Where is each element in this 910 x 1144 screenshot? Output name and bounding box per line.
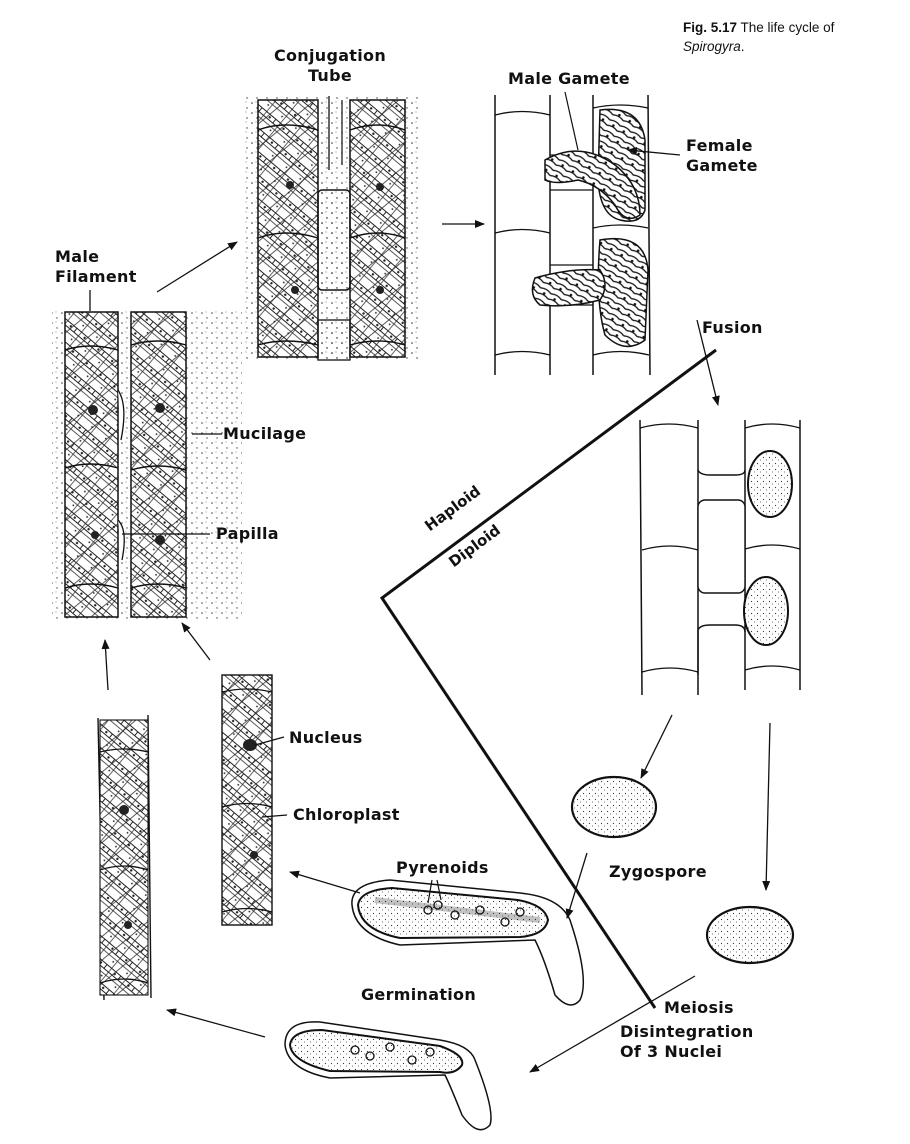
gamete-migration-stage <box>494 94 651 376</box>
label-papilla: Papilla <box>216 524 279 543</box>
arrow-zygospore-to-germination <box>565 852 588 919</box>
label-disintegration-line2: Of 3 Nuclei <box>620 1042 723 1061</box>
germinating-zygospore-lower <box>284 1021 492 1131</box>
label-male-filament-line1: Male <box>55 247 100 266</box>
arrow-to-zygospore-1 <box>640 714 673 779</box>
figure-number: Fig. 5.17 <box>683 20 738 35</box>
label-pyrenoids: Pyrenoids <box>396 858 489 877</box>
label-female-line1: Female <box>686 136 753 155</box>
arrow-to-zygospore-2 <box>762 722 771 891</box>
zygospore-2 <box>705 905 795 965</box>
label-conjugation-line1: Conjugation <box>273 46 387 65</box>
arrow-meiosis-to-germination <box>529 975 696 1073</box>
label-male-filament-line2: Filament <box>55 267 137 286</box>
label-male-gamete: Male Gamete <box>508 69 630 88</box>
caption-organism: Spirogyra <box>683 39 741 54</box>
arrow-germination-to-filament-2 <box>289 870 361 894</box>
germinating-zygospore-upper <box>351 879 585 1006</box>
label-chloroplast: Chloroplast <box>293 805 400 824</box>
arrow-filament-to-tube <box>156 241 238 293</box>
label-disintegration-line1: Disintegration <box>620 1022 754 1041</box>
new-filament-2 <box>221 674 273 926</box>
label-disintegration: Disintegration Of 3 Nuclei <box>620 1022 754 1062</box>
label-zygospore: Zygospore <box>609 862 707 881</box>
label-male-filament: Male Filament <box>55 247 137 287</box>
figure-caption: Fig. 5.17 The life cycle of Spirogyra. <box>683 18 908 56</box>
arrow-fusion <box>696 319 720 406</box>
caption-period: . <box>740 39 745 54</box>
male-filament-pair <box>52 310 242 620</box>
arrow-lower-germination-to-filament-1 <box>166 1008 266 1038</box>
label-fusion: Fusion <box>702 318 763 337</box>
label-female-line2: Gamete <box>686 156 758 175</box>
conjugation-tube-stage <box>245 95 420 361</box>
caption-text: The life cycle of <box>740 20 835 35</box>
label-conjugation-line2: Tube <box>307 66 353 85</box>
arrow-filament-2-up <box>181 622 211 661</box>
cycle-arrows <box>101 220 771 1073</box>
label-female-gamete: Female Gamete <box>686 136 758 176</box>
label-conjugation-tube: Conjugation Tube <box>260 46 400 86</box>
arrow-filament-1-up <box>101 639 110 691</box>
new-filament-1 <box>97 714 152 1001</box>
fusion-stage <box>639 419 801 696</box>
label-meiosis: Meiosis <box>664 998 734 1017</box>
haploid-diploid-boundary <box>379 348 717 1009</box>
zygospore-1 <box>570 775 658 839</box>
label-mucilage: Mucilage <box>223 424 307 443</box>
label-nucleus: Nucleus <box>289 728 363 747</box>
nucleus-marker <box>243 739 257 751</box>
label-germination: Germination <box>361 985 477 1004</box>
